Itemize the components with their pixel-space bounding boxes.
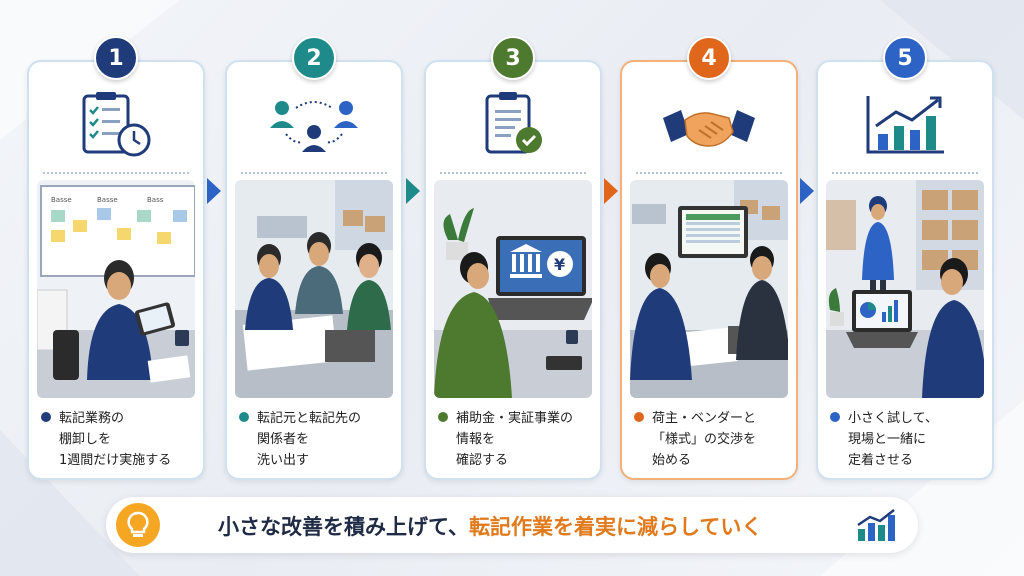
flow-arrow-4 (800, 178, 814, 204)
divider (241, 172, 387, 174)
bullet-dot (634, 411, 644, 422)
svg-text:Basse: Basse (51, 196, 72, 204)
svg-text:Bass: Bass (147, 196, 164, 204)
step-3: ¥ 補助金・実証事業の 情報を 確認する 3 (424, 36, 602, 480)
step-1-card: Basse Basse Bass 転記業務の 棚卸しを (27, 60, 205, 480)
step-2-caption: 転記元と転記先の 関係者を 洗い出す (239, 408, 393, 471)
step-1-number-badge: 1 (94, 36, 138, 80)
step-3-number-badge: 3 (491, 36, 535, 80)
step-2: 転記元と転記先の 関係者を 洗い出す 2 (225, 36, 403, 480)
handshake-icon (622, 80, 796, 170)
flow-arrow-3 (604, 178, 618, 204)
trend-chart-icon (854, 507, 900, 547)
checklist-clock-icon (29, 80, 203, 170)
divider (636, 172, 782, 174)
scene-planning-board: Basse Basse Bass (37, 180, 195, 398)
step-5-caption: 小さく試して、 現場と一緒に 定着させる (830, 408, 984, 471)
bullet-dot (41, 411, 51, 422)
step-3-card: ¥ 補助金・実証事業の 情報を 確認する (424, 60, 602, 480)
growth-chart-icon (818, 80, 992, 170)
scene-meeting (235, 180, 393, 398)
step-4: 荷主・ベンダーと 「様式」の交渉を 始める 4 (620, 36, 798, 480)
step-2-number-badge: 2 (292, 36, 336, 80)
summary-text: 小さな改善を積み上げて、転記作業を着実に減らしていく (218, 515, 763, 539)
flow-arrow-2 (406, 178, 420, 204)
lightbulb-icon (116, 503, 160, 547)
flow-arrow-1 (207, 178, 221, 204)
bullet-dot (830, 411, 840, 422)
people-network-icon (227, 80, 401, 170)
bullet-dot (438, 411, 448, 422)
summary-accent-text: 転記作業を着実に減らしていく (468, 515, 763, 539)
svg-text:¥: ¥ (554, 255, 565, 274)
step-4-caption: 荷主・ベンダーと 「様式」の交渉を 始める (634, 408, 788, 471)
divider (43, 172, 189, 174)
step-4-number-badge: 4 (687, 36, 731, 80)
scene-negotiation (630, 180, 788, 398)
step-4-card: 荷主・ベンダーと 「様式」の交渉を 始める (620, 60, 798, 480)
divider (440, 172, 586, 174)
step-5-card: 小さく試して、 現場と一緒に 定着させる (816, 60, 994, 480)
scene-warehouse-trial (826, 180, 984, 398)
summary-banner: 小さな改善を積み上げて、転記作業を着実に減らしていく (106, 497, 918, 553)
svg-text:Basse: Basse (97, 196, 118, 204)
step-3-caption: 補助金・実証事業の 情報を 確認する (438, 408, 592, 471)
scene-laptop-subsidy: ¥ (434, 180, 592, 398)
step-5: 小さく試して、 現場と一緒に 定着させる 5 (816, 36, 994, 480)
divider (832, 172, 978, 174)
step-5-number-badge: 5 (883, 36, 927, 80)
step-1: Basse Basse Bass 転記業務の 棚卸しを (27, 36, 205, 480)
step-1-caption: 転記業務の 棚卸しを 1週間だけ実施する (41, 408, 195, 471)
step-2-card: 転記元と転記先の 関係者を 洗い出す (225, 60, 403, 480)
bullet-dot (239, 411, 249, 422)
document-check-icon (426, 80, 600, 170)
